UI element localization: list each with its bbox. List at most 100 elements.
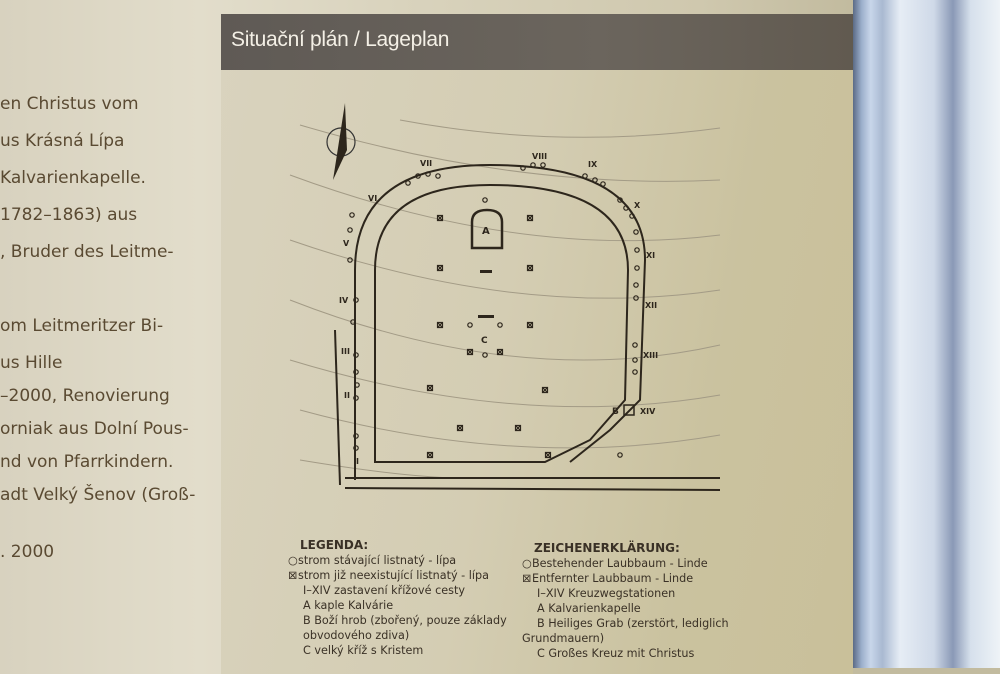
- sign-title: Situační plán / Lageplan: [231, 28, 450, 51]
- existing-tree-icon: [633, 295, 639, 301]
- removed-tree-icon: [426, 384, 434, 392]
- legend-item: I–XIV Kreuzwegstationen: [537, 587, 676, 600]
- removed-tree-icon: [526, 214, 534, 222]
- existing-tree-icon: [497, 322, 503, 328]
- existing-tree-icon: [623, 205, 629, 211]
- legend-czech: LEGENDA: ○strom stávající listnatý - líp…: [288, 538, 507, 658]
- removed-tree-icon: [436, 214, 444, 222]
- circle-icon: ○: [522, 557, 532, 570]
- text-line: adt Velký Šenov (Groß-: [0, 485, 196, 505]
- existing-tree-icon: [353, 352, 359, 358]
- removed-tree-icon: [456, 424, 464, 432]
- existing-tree-icon: [353, 297, 359, 303]
- station-labels: I II III IV V VI VII VIII IX X XI XII XI…: [339, 152, 658, 466]
- site-plan-sign: Situační plán / Lageplan: [221, 14, 853, 674]
- station-label: XI: [646, 251, 655, 260]
- paths: [334, 163, 721, 491]
- legend-item: obvodového zdiva): [303, 629, 410, 642]
- existing-tree-icon: [632, 342, 638, 348]
- removed-tree-icon: [514, 424, 522, 432]
- legend-heading: ZEICHENERKLÄRUNG:: [534, 541, 680, 555]
- text-line: orniak aus Dolní Pous-: [0, 419, 189, 439]
- existing-tree-icon: [530, 162, 536, 168]
- existing-tree-icon: [353, 433, 359, 439]
- existing-tree-icon: [634, 265, 640, 271]
- legend-german: ZEICHENERKLÄRUNG: ○Bestehender Laubbaum …: [522, 541, 729, 661]
- legend-item: ○Bestehender Laubbaum - Linde: [522, 557, 708, 570]
- station-label: II: [344, 391, 350, 400]
- existing-tree-icon: [353, 369, 359, 375]
- existing-tree-icon: [415, 173, 421, 179]
- legend-item: Grundmauern): [522, 632, 605, 645]
- existing-tree-icon: [435, 173, 441, 179]
- label-a: A: [482, 226, 490, 237]
- label-b: B: [612, 407, 619, 417]
- existing-tree-icon: [347, 257, 353, 263]
- existing-tree-icon: [634, 247, 640, 253]
- existing-tree-icon: [353, 445, 359, 451]
- metal-frame: [853, 0, 1000, 668]
- text-line: 1782–1863) aus: [0, 205, 138, 225]
- text-line: , Bruder des Leitme-: [0, 242, 174, 262]
- station-label: IX: [588, 160, 598, 169]
- crossed-square-icon: ⊠: [288, 569, 298, 582]
- circle-icon: ○: [288, 554, 298, 567]
- text-line: en Christus vom: [0, 94, 139, 114]
- existing-tree-icon: [592, 177, 598, 183]
- text-line: –2000, Renovierung: [0, 386, 170, 406]
- label-c: C: [481, 336, 488, 346]
- existing-tree-icon: [629, 213, 635, 219]
- existing-tree-icon: [353, 395, 359, 401]
- existing-tree-icon: [540, 162, 546, 168]
- trees: [347, 162, 640, 459]
- removed-tree-icon: [436, 264, 444, 272]
- existing-tree-icon: [354, 382, 360, 388]
- removed-tree-icon: [526, 321, 534, 329]
- removed-tree-icon: [526, 264, 534, 272]
- removed-tree-icon: [426, 451, 434, 459]
- existing-tree-icon: [633, 282, 639, 288]
- station-label: V: [343, 239, 350, 248]
- station-label: XIV: [640, 407, 656, 416]
- legend-item: I–XIV zastavení křížové cesty: [303, 584, 465, 597]
- text-line: us Hille: [0, 353, 63, 373]
- legend-item: C Großes Kreuz mit Christus: [537, 647, 695, 660]
- existing-tree-icon: [482, 197, 488, 203]
- text-line: . 2000: [0, 542, 55, 562]
- existing-tree-icon: [482, 352, 488, 358]
- station-label: VIII: [532, 152, 547, 161]
- removed-tree-icon: [436, 321, 444, 329]
- station-label: III: [341, 347, 350, 356]
- crossed-square-icon: ⊠: [522, 572, 532, 585]
- existing-tree-icon: [425, 171, 431, 177]
- existing-tree-icon: [467, 322, 473, 328]
- contour-lines: [289, 119, 721, 479]
- removed-tree-icon: [541, 386, 549, 394]
- existing-tree-icon: [349, 212, 355, 218]
- station-label: X: [634, 201, 641, 210]
- removed-tree-icon: [544, 451, 552, 459]
- text-line: us Krásná Lípa: [0, 131, 125, 151]
- existing-tree-icon: [582, 173, 588, 179]
- existing-tree-icon: [617, 197, 623, 203]
- legend-item: C velký kříž s Kristem: [303, 644, 424, 657]
- cross-c: [478, 315, 494, 318]
- station-label: XII: [645, 301, 657, 310]
- existing-tree-icon: [405, 180, 411, 186]
- legend-item: B Heiliges Grab (zerstört, lediglich: [537, 617, 729, 630]
- removed-tree-icon: [496, 348, 504, 356]
- existing-tree-icon: [520, 165, 526, 171]
- legend-heading: LEGENDA:: [300, 538, 369, 552]
- north-arrow-icon: [326, 103, 356, 180]
- station-label: IV: [339, 296, 349, 305]
- station-label: VI: [368, 194, 377, 203]
- legend-item: ⊠Entfernter Laubbaum - Linde: [522, 572, 694, 585]
- sign-header: Situační plán / Lageplan: [221, 14, 853, 70]
- existing-tree-icon: [350, 319, 356, 325]
- existing-tree-icon: [633, 229, 639, 235]
- removed-tree-icon: [466, 348, 474, 356]
- text-line: nd von Pfarrkindern.: [0, 452, 174, 472]
- chapel-a: A: [470, 208, 504, 250]
- legend-item: A kaple Kalvárie: [303, 599, 394, 612]
